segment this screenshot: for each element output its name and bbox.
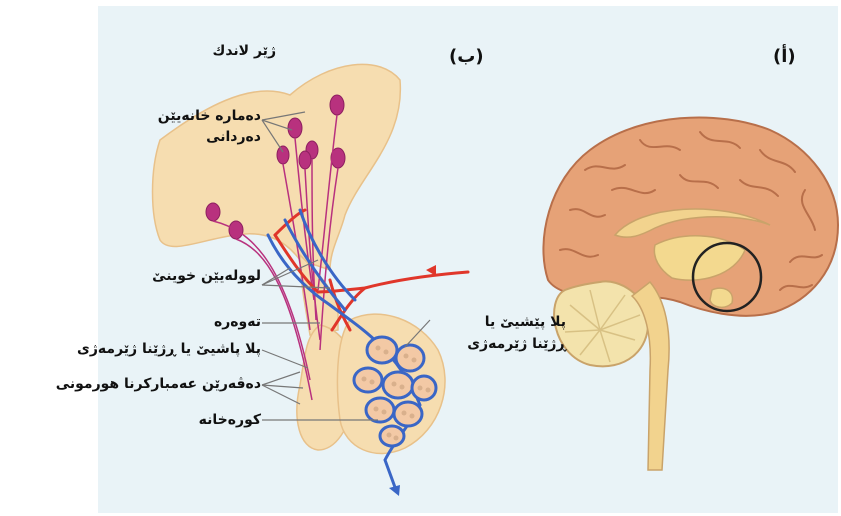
neurosecretory-cells-label-line1: دەمارە خانەیێن xyxy=(158,107,261,125)
posterior-pituitary-label: پلا پاشیێ یا ڕژێنا ژێرمەژی xyxy=(77,340,261,358)
neurosecretory-cells-label-line2: دەردانی xyxy=(206,128,261,146)
blood-vessels-label: لوولەیێن خوینێ xyxy=(152,267,261,285)
hormone-release-sites-label: دەڤەرێن عەمبارکرنا هورمونی xyxy=(56,375,261,393)
panel-b-label: (ب) xyxy=(449,48,484,66)
hypothalamus-label: ژێر لاندك xyxy=(213,42,277,60)
cells-label: کورەخانە xyxy=(199,411,261,429)
anterior-pituitary-label-line2: ڕژێنا ژێرمەژی xyxy=(467,335,566,353)
anterior-pituitary-label-line1: پلا پێشیێ یا xyxy=(485,313,566,331)
stalk-label: تەوەرە xyxy=(214,313,261,331)
panel-a-label: (أ) xyxy=(773,48,796,66)
